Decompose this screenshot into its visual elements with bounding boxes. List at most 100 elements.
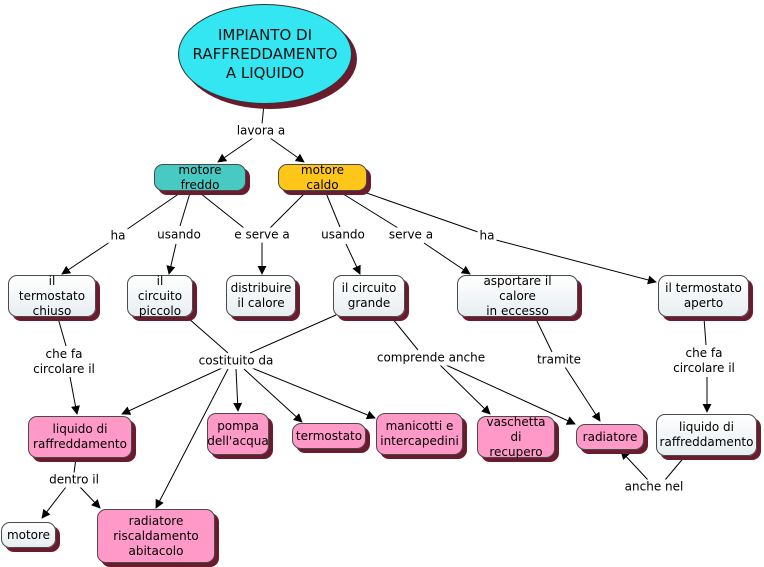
node-termostato-chiuso-line-1: il termostato <box>18 273 86 303</box>
node-pompa-line-2: dell'acqua <box>207 434 269 448</box>
node-termostato[interactable]: termostato <box>292 423 366 449</box>
link-anche-nel: anche nel <box>622 479 686 495</box>
connector-freddo-eserve <box>199 192 245 229</box>
connector-piccolo-costituito <box>187 317 229 354</box>
root-line-1: IMPIANTO DI <box>217 25 313 44</box>
link-comprende-anche: comprende anche <box>374 350 488 366</box>
connector-costituito-termostato <box>243 368 303 423</box>
node-termostato-aperto-line-1: il termostato <box>665 281 742 295</box>
node-radiatore-abitacolo-line-3: abitacolo <box>128 543 184 558</box>
connector-usando-circuito-grande <box>345 243 361 275</box>
node-circuito-grande-line-2: grande <box>347 296 391 310</box>
link-che-fa-left-line-2: circolare il <box>33 362 95 376</box>
node-distribuire-calore-line-2: il calore <box>237 296 285 310</box>
node-vaschetta-line-1: vaschetta <box>486 414 546 429</box>
node-motore-caldo[interactable]: motore caldo <box>278 162 367 192</box>
link-ha-right: ha <box>477 228 497 244</box>
connector-caldo-eserve <box>269 192 306 229</box>
node-motore-caldo-label: motore caldo <box>300 162 345 192</box>
connector-comprende-radiatore <box>445 364 576 425</box>
link-costituito-da: costituito da <box>196 353 276 369</box>
root-line-3: A LIQUIDO <box>225 63 305 82</box>
connector-costituito-abitacolo <box>155 368 229 509</box>
connector-asportare-tramite <box>534 316 553 353</box>
link-e-serve-a: e serve a <box>232 227 292 243</box>
node-termostato-chiuso-line-2: chiuso <box>32 303 72 318</box>
connector-freddo-usando <box>179 192 191 227</box>
node-manicotti-line-2: intercapedini <box>380 434 459 448</box>
connector-caldo-servea <box>339 191 399 229</box>
connector-anchenel-radiatore <box>620 450 649 481</box>
connector-root-lavora <box>261 103 265 125</box>
connector-chiuso-chefa <box>57 317 67 347</box>
node-asportare-calore-line-2: in eccesso <box>486 303 549 318</box>
connector-aperto-chefa <box>703 317 707 346</box>
connector-ha-termostato-aperto <box>495 239 657 285</box>
connector-lavora-caldo <box>269 137 305 163</box>
root-node[interactable]: IMPIANTO DI RAFFREDDAMENTO A LIQUIDO <box>178 4 352 104</box>
link-usando-left: usando <box>155 227 203 243</box>
node-circuito-piccolo-line-2: piccolo <box>138 303 182 318</box>
connector-lavora-freddo <box>217 137 254 163</box>
node-termostato-label: termostato <box>295 428 363 443</box>
connector-grande-comprende <box>391 317 419 351</box>
node-liquido-right-line-2: raffreddamento <box>659 435 754 449</box>
connector-ha-termostato-chiuso <box>61 241 111 275</box>
node-asportare-calore-line-1: asportare il calore <box>483 273 552 303</box>
link-lavora-a: lavora a <box>234 123 288 139</box>
link-che-fa-left-line-1: che fa <box>45 347 83 361</box>
node-circuito-piccolo-line-1: il circuito <box>137 273 183 303</box>
connector-comprende-vaschetta <box>439 364 491 415</box>
root-line-2: RAFFREDDAMENTO <box>192 44 338 63</box>
connector-usando-circuito-piccolo <box>166 243 177 275</box>
link-che-fa-right-line-2: circolare il <box>673 361 735 375</box>
link-usando-right: usando <box>319 227 367 243</box>
node-distribuire-calore-line-1: distribuire <box>230 281 292 295</box>
link-tramite: tramite <box>534 352 584 368</box>
link-serve-a: serve a <box>386 227 436 243</box>
node-liquido-left-line-1: liquido di <box>52 422 108 436</box>
link-dentro-il: dentro il <box>47 472 101 488</box>
node-motore-freddo-label: motore freddo <box>178 162 222 192</box>
node-manicotti-line-1: manicotti e <box>385 419 454 433</box>
connector-tramite-radiatore <box>564 366 601 422</box>
connector-freddo-ha <box>125 192 181 231</box>
node-motore[interactable]: motore <box>1 522 56 548</box>
connector-liquido-anchenel <box>664 454 687 481</box>
connector-costituito-liquido <box>121 367 223 415</box>
connector-grande-costituito <box>249 314 337 354</box>
node-radiatore-label: radiatore <box>582 429 638 444</box>
connector-caldo-ha <box>357 189 479 233</box>
connector-dentro-abitacolo <box>79 486 101 509</box>
node-radiatore-abitacolo-line-2: riscaldamento <box>113 528 199 543</box>
node-motore-freddo[interactable]: motore freddo <box>154 162 246 192</box>
node-radiatore-abitacolo-line-1: radiatore <box>128 513 184 528</box>
node-vaschetta-line-2: di recupero <box>489 429 543 459</box>
connector-dentro-motore <box>41 486 67 519</box>
connector-caldo-usando <box>325 192 341 228</box>
connector-chefa-liquido <box>69 376 80 415</box>
node-liquido-left-line-2: raffreddamento <box>33 437 127 451</box>
connector-servea-asportare <box>423 242 471 275</box>
node-pompa-line-1: pompa <box>217 419 259 433</box>
connector-costituito-pompa <box>233 368 243 412</box>
node-motore-label: motore <box>6 527 51 542</box>
connector-costituito-manicotti <box>251 367 376 420</box>
node-radiatore[interactable]: radiatore <box>576 424 644 450</box>
node-termostato-aperto-line-2: aperto <box>683 296 724 310</box>
